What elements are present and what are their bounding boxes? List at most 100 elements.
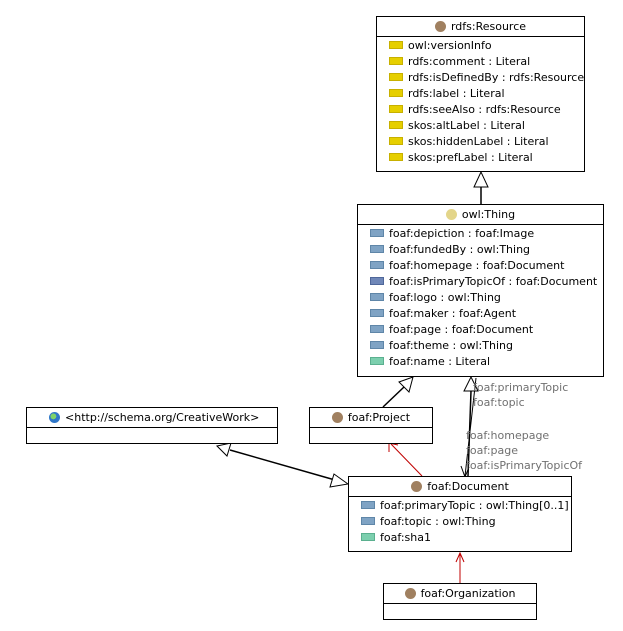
attribute-list: owl:versionInfo rdfs:comment : Literal r…: [377, 37, 584, 166]
arrowhead-at-creativework: [215, 442, 232, 457]
class-foaf-document[interactable]: foaf:Document foaf:primaryTopic : owl:Th…: [348, 476, 572, 552]
class-schema-creativework[interactable]: <http://schema.org/CreativeWork>: [26, 407, 278, 444]
attribute-label: foaf:name : Literal: [389, 355, 491, 368]
attribute-label: foaf:homepage : foaf:Document: [389, 259, 565, 272]
attribute-label: skos:hiddenLabel : Literal: [408, 135, 549, 148]
attribute-row[interactable]: foaf:primaryTopic : owl:Thing[0..1]: [349, 498, 571, 514]
arrowhead-at-document: [329, 473, 350, 488]
attribute-label: foaf:maker : foaf:Agent: [389, 307, 517, 320]
edge-thing-to-document: [464, 377, 477, 477]
class-owl-thing[interactable]: owl:Thing foaf:depiction : foaf:Image fo…: [357, 204, 604, 377]
edge-document-project-disjoint: [390, 443, 423, 477]
attribute-row[interactable]: foaf:theme : owl:Thing: [358, 338, 603, 354]
class-header: foaf:Document: [349, 477, 571, 497]
attribute-label: foaf:fundedBy : owl:Thing: [389, 243, 531, 256]
annotation-property-icon: [389, 153, 403, 161]
arrowhead-thing-to-resource: [473, 170, 489, 188]
attribute-row[interactable]: foaf:isPrimaryTopicOf : foaf:Document: [358, 274, 603, 290]
attribute-label: foaf:primaryTopic : owl:Thing[0..1]: [380, 499, 569, 512]
arrow-organization-document-disjoint: [455, 551, 465, 563]
attribute-row[interactable]: foaf:maker : foaf:Agent: [358, 306, 603, 322]
attribute-label: foaf:logo : owl:Thing: [389, 291, 501, 304]
attribute-row[interactable]: skos:hiddenLabel : Literal: [377, 134, 584, 150]
attribute-row[interactable]: skos:prefLabel : Literal: [377, 150, 584, 166]
edge-label-line: foaf:primaryTopic: [473, 381, 569, 394]
arrow-document-project-disjoint: [388, 442, 399, 452]
edge-creativework-document: [229, 449, 336, 481]
attribute-label: foaf:page : foaf:Document: [389, 323, 534, 336]
attribute-list: foaf:primaryTopic : owl:Thing[0..1] foaf…: [349, 497, 571, 546]
class-icon: [411, 481, 423, 492]
object-property-icon: [370, 261, 384, 269]
attribute-label: foaf:theme : owl:Thing: [389, 339, 513, 352]
attribute-row[interactable]: rdfs:isDefinedBy : rdfs:Resource: [377, 70, 584, 86]
attribute-row[interactable]: rdfs:seeAlso : rdfs:Resource: [377, 102, 584, 118]
attribute-label: skos:altLabel : Literal: [408, 119, 525, 132]
class-name: <http://schema.org/CreativeWork>: [65, 411, 260, 424]
attribute-label: foaf:isPrimaryTopicOf : foaf:Document: [389, 275, 598, 288]
object-property-icon: [361, 501, 375, 509]
object-property-icon: [370, 245, 384, 253]
edge-project-to-thing: [382, 386, 405, 408]
attribute-list: foaf:depiction : foaf:Image foaf:fundedB…: [358, 225, 603, 370]
object-property-icon: [370, 325, 384, 333]
attribute-row[interactable]: foaf:fundedBy : owl:Thing: [358, 242, 603, 258]
attribute-row[interactable]: skos:altLabel : Literal: [377, 118, 584, 134]
annotation-property-icon: [389, 57, 403, 65]
attribute-row[interactable]: foaf:depiction : foaf:Image: [358, 226, 603, 242]
class-icon: [434, 21, 446, 32]
class-name: foaf:Organization: [420, 587, 516, 600]
class-name: foaf:Document: [427, 480, 509, 493]
class-name: foaf:Project: [347, 411, 411, 424]
class-header: foaf:Project: [310, 408, 432, 428]
attribute-label: skos:prefLabel : Literal: [408, 151, 533, 164]
arrowhead-project-to-thing: [398, 376, 414, 393]
object-property-icon: [370, 309, 384, 317]
class-header: <http://schema.org/CreativeWork>: [27, 408, 277, 428]
edge-label-thing-to-document: foaf:primaryTopic foaf:topic: [473, 380, 568, 410]
edge-label-line: foaf:page: [466, 444, 519, 457]
attribute-label: owl:versionInfo: [408, 39, 492, 52]
edge-label-line: foaf:topic: [473, 396, 525, 409]
annotation-property-icon: [389, 105, 403, 113]
attribute-row[interactable]: foaf:page : foaf:Document: [358, 322, 603, 338]
class-name: rdfs:Resource: [450, 20, 527, 33]
object-property-icon: [370, 341, 384, 349]
object-property-icon: [370, 229, 384, 237]
attribute-row[interactable]: foaf:sha1: [349, 530, 571, 546]
annotation-property-icon: [389, 89, 403, 97]
class-header: owl:Thing: [358, 205, 603, 225]
attribute-row[interactable]: rdfs:label : Literal: [377, 86, 584, 102]
attribute-row[interactable]: owl:versionInfo: [377, 38, 584, 54]
class-foaf-project[interactable]: foaf:Project: [309, 407, 433, 444]
attribute-label: foaf:sha1: [380, 531, 431, 544]
attribute-label: foaf:depiction : foaf:Image: [389, 227, 535, 240]
globe-icon: [49, 412, 60, 423]
class-header: foaf:Organization: [384, 584, 536, 604]
edge-label-line: foaf:isPrimaryTopicOf: [466, 459, 583, 472]
attribute-label: rdfs:seeAlso : rdfs:Resource: [408, 103, 561, 116]
edge-label-line: foaf:homepage: [466, 429, 550, 442]
class-icon: [404, 588, 416, 599]
attribute-row[interactable]: foaf:homepage : foaf:Document: [358, 258, 603, 274]
class-rdfs-resource[interactable]: rdfs:Resource owl:versionInfo rdfs:comme…: [376, 16, 585, 172]
attribute-row[interactable]: rdfs:comment : Literal: [377, 54, 584, 70]
attribute-label: rdfs:comment : Literal: [408, 55, 531, 68]
object-property-icon: [370, 293, 384, 301]
object-property-icon: [370, 277, 384, 285]
attribute-row[interactable]: foaf:logo : owl:Thing: [358, 290, 603, 306]
attribute-label: foaf:topic : owl:Thing: [380, 515, 496, 528]
datatype-property-icon: [370, 357, 384, 365]
attribute-label: rdfs:isDefinedBy : rdfs:Resource: [408, 71, 584, 84]
attribute-row[interactable]: foaf:topic : owl:Thing: [349, 514, 571, 530]
class-header: rdfs:Resource: [377, 17, 584, 37]
attribute-row[interactable]: foaf:name : Literal: [358, 354, 603, 370]
annotation-property-icon: [389, 121, 403, 129]
attribute-label: rdfs:label : Literal: [408, 87, 505, 100]
class-foaf-organization[interactable]: foaf:Organization: [383, 583, 537, 620]
annotation-property-icon: [389, 73, 403, 81]
object-property-icon: [361, 517, 375, 525]
datatype-property-icon: [361, 533, 375, 541]
class-icon: [445, 209, 457, 220]
